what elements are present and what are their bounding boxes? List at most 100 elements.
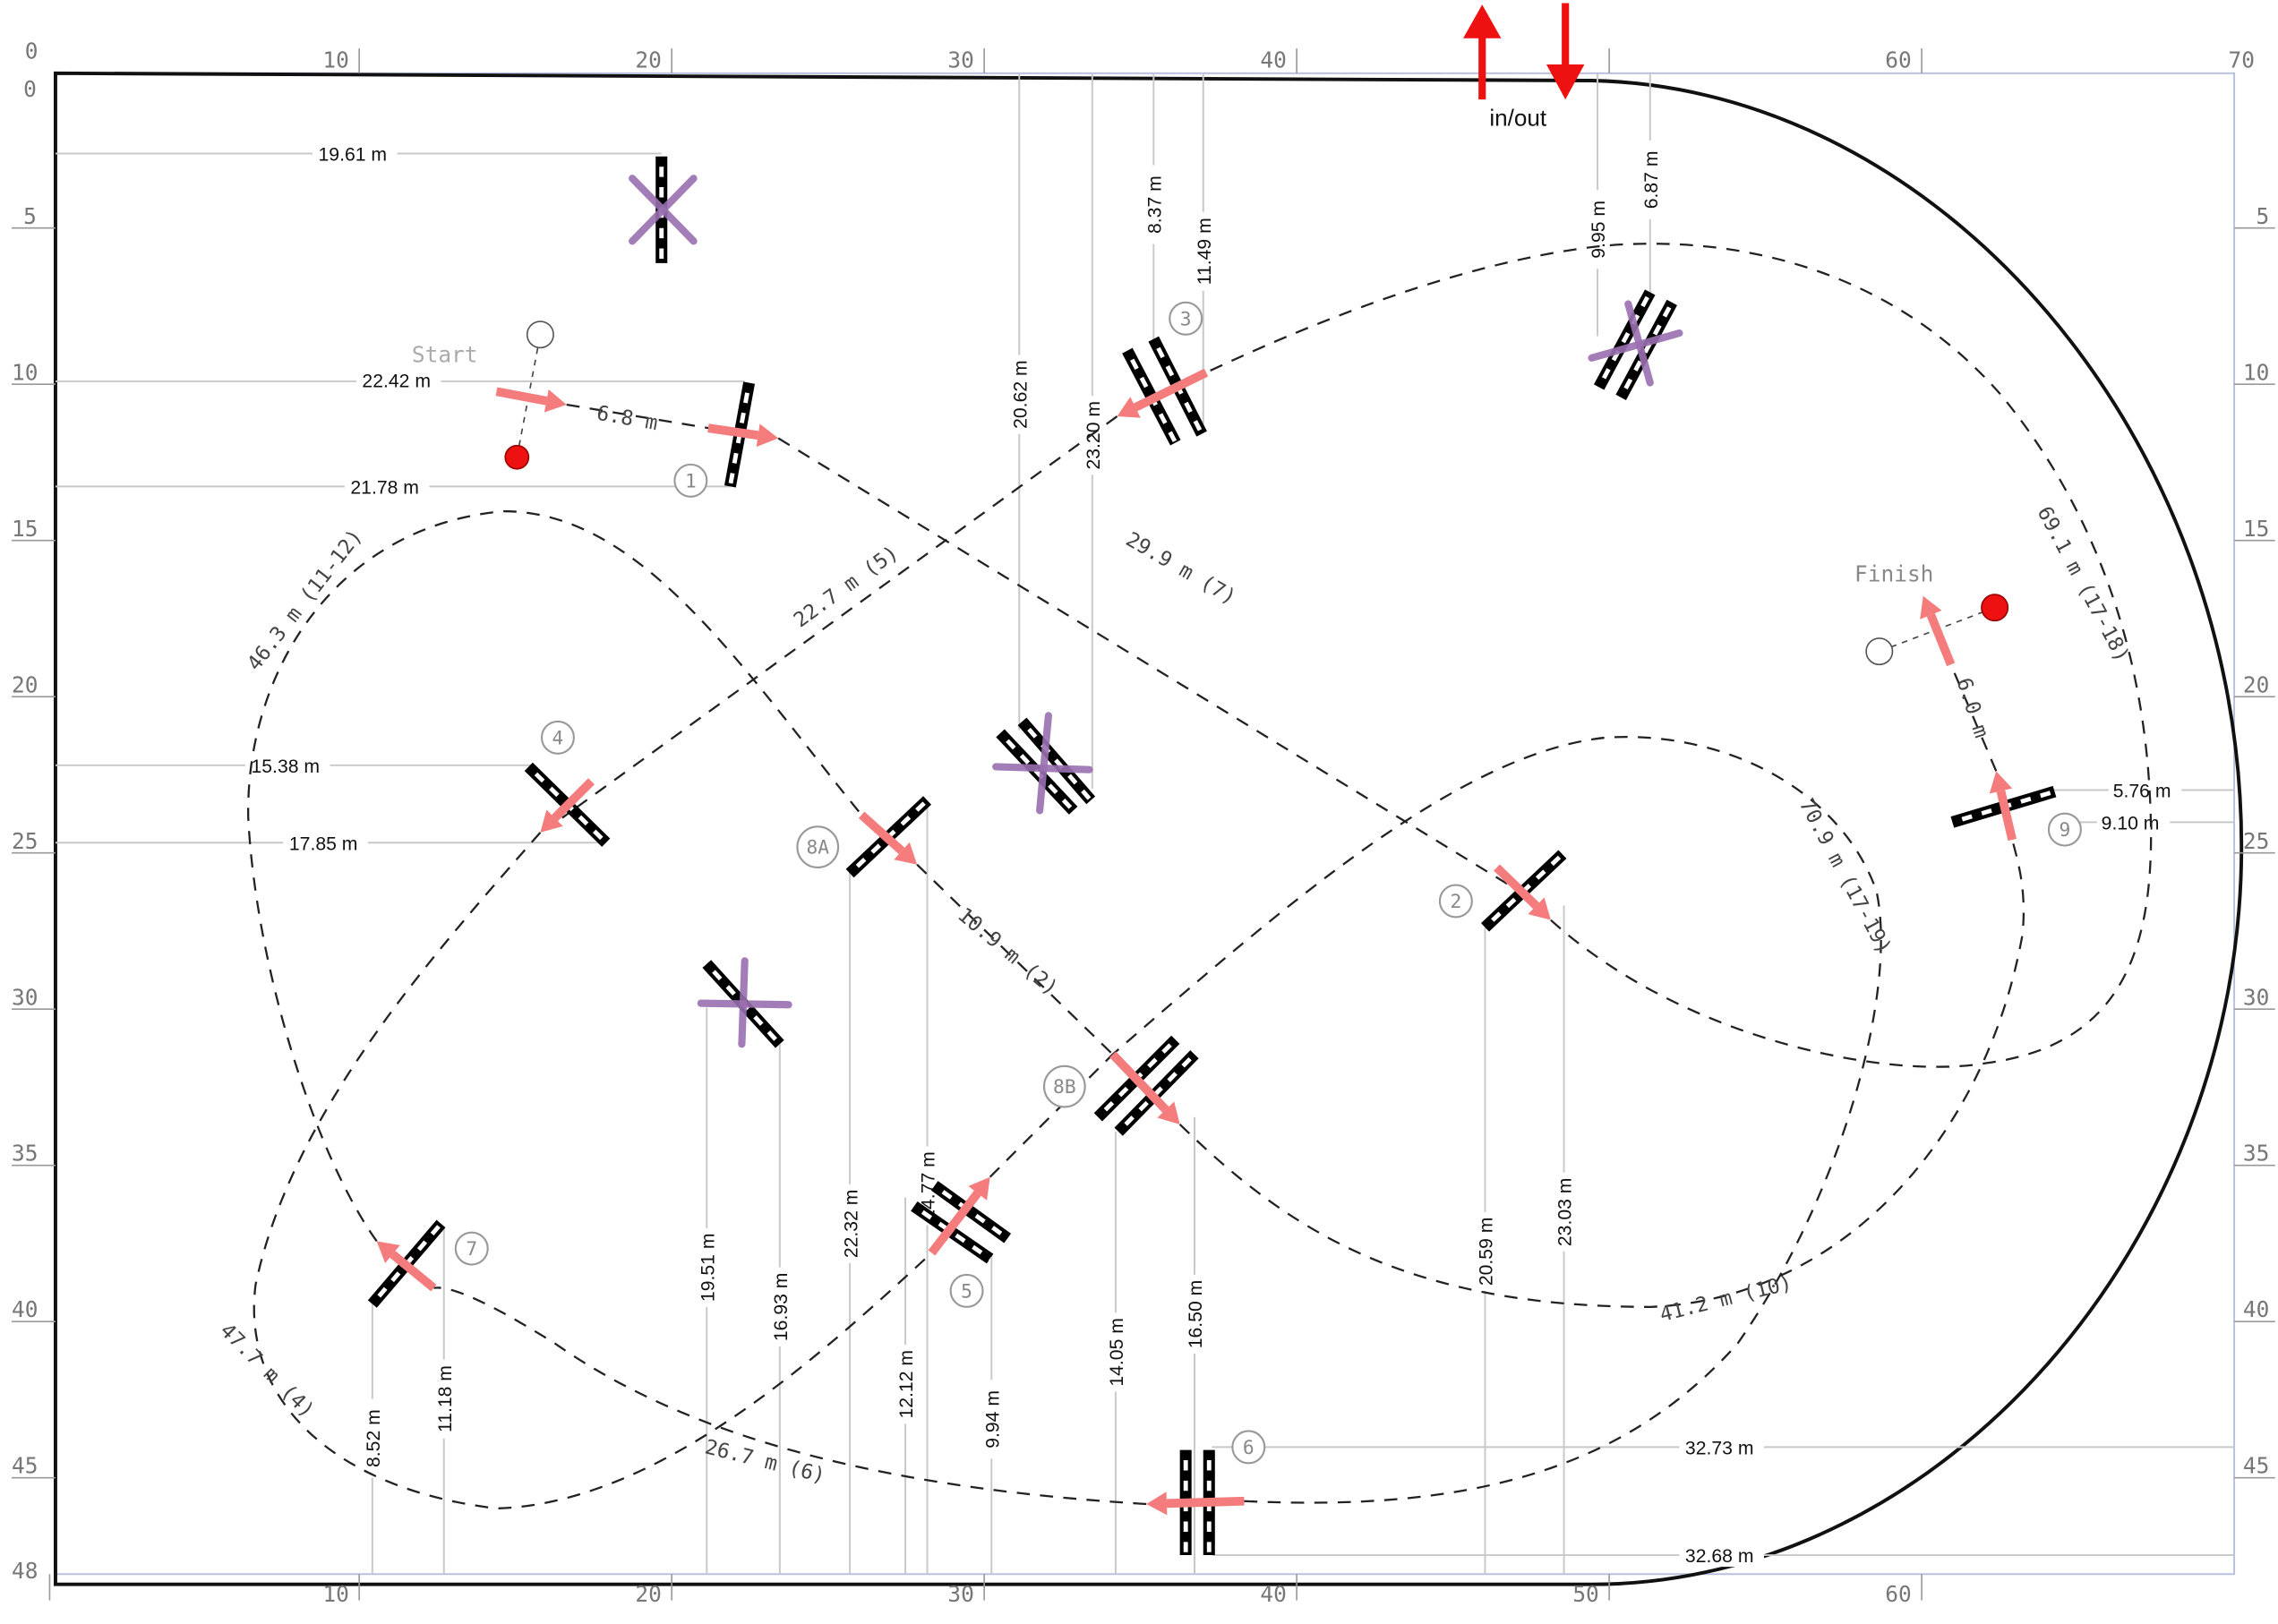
jump-obstacle bbox=[930, 1181, 1012, 1244]
dimension-label: 8.52 m bbox=[364, 1409, 384, 1467]
dimension-label: 14.05 m bbox=[1107, 1318, 1127, 1387]
direction-arrow-icon bbox=[1989, 771, 2017, 842]
tick-label: 45 bbox=[2243, 1453, 2269, 1479]
obstacle-number: 7 bbox=[454, 1231, 489, 1266]
dimension-label: 15.38 m bbox=[251, 756, 320, 777]
direction-arrow-icon bbox=[1109, 1051, 1180, 1124]
jump-obstacle bbox=[1593, 289, 1656, 390]
direction-arrow-icon bbox=[1920, 595, 1956, 667]
obstacle-number: 5 bbox=[949, 1273, 984, 1308]
direction-arrow-icon bbox=[540, 778, 595, 833]
tick-label: 25 bbox=[12, 828, 38, 854]
obstacle-number-label: 8B bbox=[1053, 1075, 1076, 1098]
start-label: Start bbox=[412, 342, 478, 368]
entrance: in/out bbox=[1463, 3, 1585, 132]
tick-label: 20 bbox=[2243, 671, 2269, 697]
dimension-label: 24.77 m bbox=[919, 1151, 939, 1220]
distance-label: 41.2 m (10) bbox=[1657, 1271, 1794, 1327]
arrow-down-icon bbox=[1546, 3, 1585, 100]
obstacle-number-label: 3 bbox=[1180, 307, 1192, 329]
tick-label: 40 bbox=[1260, 47, 1286, 73]
jump-obstacle bbox=[1017, 717, 1096, 805]
tick-label: 40 bbox=[1260, 1581, 1286, 1607]
cross-icon bbox=[1624, 300, 1654, 387]
obstacle-number: 9 bbox=[2047, 812, 2082, 847]
tick-label: 15 bbox=[2243, 516, 2269, 542]
obstacle-number-label: 6 bbox=[1243, 1436, 1255, 1458]
tick-label: 60 bbox=[1885, 47, 1911, 73]
distance-label: 70.9 m (17-19) bbox=[1794, 795, 1896, 958]
distance-label: 29.9 m (7) bbox=[1122, 528, 1240, 610]
axis-left: 0 5 10 15 20 25 30 35 40 45 48 bbox=[12, 76, 56, 1584]
direction-arrow-icon bbox=[928, 1176, 990, 1256]
tick-label: 35 bbox=[2243, 1141, 2269, 1167]
tick-label: 20 bbox=[635, 47, 661, 73]
crossed-obstacles bbox=[629, 175, 1683, 1048]
obstacle-number: 1 bbox=[673, 463, 708, 498]
dimension-label: 11.49 m bbox=[1195, 218, 1215, 285]
tick-label: 70 bbox=[2229, 47, 2255, 73]
dimension-label: 9.10 m bbox=[2102, 814, 2160, 834]
direction-arrow-icon bbox=[858, 811, 918, 865]
dimension-label: 6.87 m bbox=[1641, 150, 1662, 209]
tick-label: 10 bbox=[2243, 359, 2269, 385]
distance-label: 10.9 m (2) bbox=[953, 903, 1062, 1000]
tick-label: 50 bbox=[1572, 1581, 1598, 1607]
direction-arrow-icon bbox=[1117, 368, 1209, 418]
obstacle-number: 6 bbox=[1231, 1430, 1266, 1465]
tick-label: 30 bbox=[947, 47, 973, 73]
course-paths bbox=[247, 243, 2153, 1510]
distance-label: 6.8 m bbox=[595, 402, 659, 436]
dimension-label: 32.73 m bbox=[1685, 1439, 1754, 1459]
obstacle-number-label: 2 bbox=[1450, 890, 1461, 912]
dimension-label: 20.59 m bbox=[1477, 1218, 1497, 1286]
dimension-label: 16.50 m bbox=[1186, 1280, 1206, 1349]
cross-icon bbox=[1588, 329, 1683, 362]
obstacle-number: 4 bbox=[540, 720, 575, 755]
cross-icon bbox=[738, 957, 749, 1048]
start-handler-marker bbox=[526, 321, 554, 349]
obstacle-number: 8A bbox=[796, 825, 840, 869]
tick-label: 40 bbox=[2243, 1296, 2269, 1322]
direction-arrow-icon bbox=[376, 1241, 437, 1292]
finish-marker bbox=[1981, 594, 2009, 622]
tick-label: 40 bbox=[12, 1296, 38, 1322]
tick-label: 20 bbox=[635, 1581, 661, 1607]
dimension-label: 12.12 m bbox=[896, 1350, 917, 1419]
distance-label: 47.7 m (4) bbox=[215, 1319, 319, 1423]
tick-label: 0 bbox=[23, 76, 37, 102]
jump-obstacle bbox=[1114, 1050, 1199, 1136]
entrance-label: in/out bbox=[1489, 105, 1547, 132]
jump-obstacle bbox=[1615, 299, 1677, 400]
obstacle-number-label: 1 bbox=[685, 469, 697, 491]
obstacle-numbers: 1 2 3 4 5 6 7 8A 8B 9 bbox=[454, 301, 2082, 1465]
tick-label: 0 bbox=[25, 38, 39, 64]
dimension-label: 21.78 m bbox=[350, 477, 419, 498]
dimension-label: 17.85 m bbox=[289, 833, 358, 854]
start-marker bbox=[504, 444, 530, 470]
arrow-up-icon bbox=[1463, 4, 1502, 100]
dimension-label: 19.51 m bbox=[698, 1234, 718, 1303]
tick-label: 20 bbox=[12, 671, 38, 697]
obstacle-number-label: 5 bbox=[961, 1279, 972, 1302]
finish-handler-marker bbox=[1865, 637, 1894, 666]
direction-arrows bbox=[376, 368, 2017, 1516]
finish-label: Finish bbox=[1854, 560, 1933, 586]
dimension-label: 9.94 m bbox=[982, 1390, 1003, 1449]
direction-arrow-icon bbox=[1146, 1492, 1245, 1516]
tick-label: 30 bbox=[2243, 984, 2269, 1010]
tick-label: 60 bbox=[1885, 1581, 1911, 1607]
dimension-label: 11.18 m bbox=[435, 1365, 456, 1432]
obstacle-number-label: 8A bbox=[806, 836, 829, 859]
distance-label: 6.0 m bbox=[1952, 675, 1993, 740]
obstacle-number-label: 7 bbox=[466, 1237, 477, 1260]
obstacle-number-label: 9 bbox=[2060, 818, 2071, 841]
tick-label: 30 bbox=[12, 984, 38, 1010]
tick-label: 5 bbox=[2257, 203, 2270, 229]
tick-label: 48 bbox=[12, 1558, 38, 1584]
direction-arrow-icon bbox=[495, 387, 567, 413]
distance-label: 46.3 m (11-12) bbox=[243, 526, 367, 676]
obstacles bbox=[367, 156, 2057, 1556]
